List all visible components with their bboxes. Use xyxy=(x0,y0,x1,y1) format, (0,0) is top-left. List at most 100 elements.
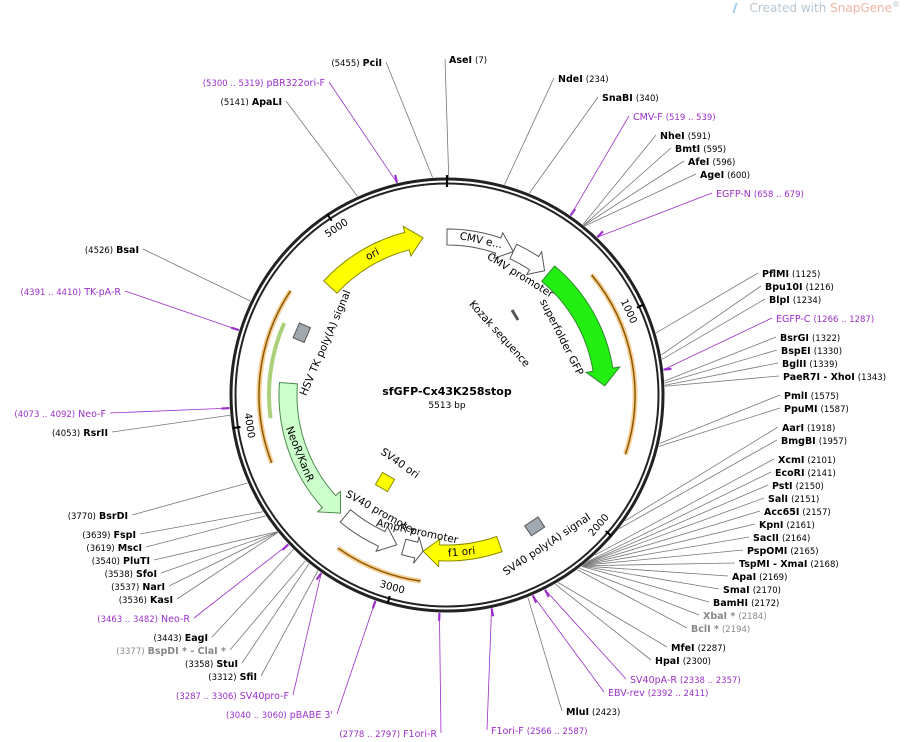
site-name: SalI xyxy=(768,494,788,505)
site-label-apai: ApaI (2169) xyxy=(732,572,787,583)
site-leader-line xyxy=(111,414,231,433)
site-position: (600) xyxy=(727,171,750,181)
site-name: PmlI xyxy=(784,391,808,402)
site-leader-line xyxy=(557,582,668,648)
site-position: (2184) xyxy=(738,612,766,622)
site-name: SV40pA-R xyxy=(630,675,677,686)
site-name: MfeI xyxy=(671,643,695,654)
site-position: (1234) xyxy=(793,296,821,306)
site-position: (340) xyxy=(636,94,659,104)
site-label-acc65i: Acc65I (2157) xyxy=(764,507,831,518)
site-name: SacII xyxy=(753,533,779,544)
site-label-sfii: (3312) SfiI xyxy=(208,672,257,683)
site-leader-line xyxy=(532,595,605,693)
site-leader-line xyxy=(658,407,781,447)
site-leader-line xyxy=(581,566,710,603)
site-leader-line xyxy=(555,583,652,661)
site-leader-line xyxy=(661,285,762,356)
site-position: (5141) xyxy=(221,98,249,108)
site-leader-line xyxy=(587,471,772,562)
site-position: (1918) xyxy=(807,424,835,434)
site-name: SV40pro-F xyxy=(240,691,289,702)
site-label-aari: AarI (1918) xyxy=(782,423,835,434)
site-label-cmv-f: CMV-F (519 .. 539) xyxy=(633,112,716,123)
site-name: AfeI xyxy=(688,157,709,168)
site-label-blpi: BlpI (1234) xyxy=(769,295,821,306)
site-name: MscI xyxy=(118,543,142,554)
site-position: (3540) xyxy=(92,557,120,567)
feature-label-sv40-poly-a-signal: SV40 poly(A) signal xyxy=(501,511,593,578)
kozak-marker xyxy=(510,309,520,321)
site-label-agei: AgeI (600) xyxy=(700,170,750,181)
tick-label: 4000 xyxy=(241,412,256,439)
site-leader-line xyxy=(193,544,289,619)
site-label-paer7i-xhoi: PaeR7I - XhoI (1343) xyxy=(783,372,886,383)
site-leader-line xyxy=(583,147,672,226)
primer-mark xyxy=(371,600,377,609)
site-label-afei: AfeI (596) xyxy=(688,157,735,168)
site-leader-line xyxy=(597,192,713,238)
site-position: (2287) xyxy=(698,644,726,654)
site-label-sacii: SacII (2164) xyxy=(753,533,810,544)
site-position: (3040 .. 3060) xyxy=(226,711,287,721)
site-name: BclI * xyxy=(691,624,719,635)
feature-ampr-promoter xyxy=(400,536,424,564)
site-label-bcli: BclI * (2194) xyxy=(691,624,750,635)
site-label-snabi: SnaBI (340) xyxy=(602,93,659,104)
brand-prefix: Created with xyxy=(749,1,831,15)
site-position: (2423) xyxy=(592,708,620,718)
site-name: BglII xyxy=(782,359,806,370)
site-leader-line xyxy=(145,515,266,548)
site-name: BamHI xyxy=(713,598,748,609)
site-leader-line xyxy=(529,96,599,194)
site-leader-line xyxy=(444,58,450,178)
site-leader-line xyxy=(584,510,761,565)
feature-label-hsv-tk-poly-a-signal: HSV TK poly(A) signal xyxy=(298,288,354,397)
site-label-pcii: (5455) PciI xyxy=(331,58,382,69)
site-leader-line xyxy=(664,349,778,384)
site-label-psti: PstI (2150) xyxy=(772,481,824,492)
kozak-label: Kozak sequence xyxy=(466,298,532,369)
site-leader-line xyxy=(582,565,729,577)
site-leader-line xyxy=(659,394,781,444)
site-position: (2101) xyxy=(807,456,835,466)
site-position: (658 .. 679) xyxy=(754,190,804,200)
site-position: (2150) xyxy=(796,482,824,492)
site-name: SfiI xyxy=(240,672,257,683)
site-leader-line xyxy=(486,608,492,731)
site-position: (2168) xyxy=(810,560,838,570)
site-position: (3443) xyxy=(153,634,181,644)
site-position: (3377) xyxy=(116,647,144,657)
site-leader-line xyxy=(336,600,376,715)
site-position: (2164) xyxy=(782,534,810,544)
site-label-apali: (5141) ApaLI xyxy=(221,97,282,108)
site-position: (5300 .. 5319) xyxy=(203,79,264,89)
site-leader-line xyxy=(570,115,630,216)
site-name: BspDI * - ClaI * xyxy=(148,646,226,657)
site-label-ecori: EcoRI (2141) xyxy=(775,468,836,479)
feature-f1-ori xyxy=(422,535,503,568)
feature-sv40-poly-a-signal xyxy=(524,516,546,537)
site-label-egfp-n: EGFP-N (658 .. 679) xyxy=(716,189,804,200)
primer-mark xyxy=(230,326,240,332)
site-position: (595) xyxy=(703,145,726,155)
site-name: PaeR7I - XhoI xyxy=(783,372,855,383)
site-position: (3538) xyxy=(105,570,133,580)
site-label-rsrii: (4053) RsrII xyxy=(52,428,108,439)
site-label-xbai: XbaI * (2184) xyxy=(703,611,767,622)
site-position: (1587) xyxy=(821,405,849,415)
site-label-pspomi: PspOMI (2165) xyxy=(747,546,819,557)
site-leader-line xyxy=(655,272,759,334)
site-label-eagi: (3443) EagI xyxy=(153,633,208,644)
site-name: Bpu10I xyxy=(765,282,803,293)
primer-mark xyxy=(531,594,538,604)
site-leader-line xyxy=(168,531,278,587)
site-name: SnaBI xyxy=(602,93,633,104)
site-position: (1957) xyxy=(819,437,847,447)
site-position: (519 .. 539) xyxy=(666,113,716,123)
tick-label: 2000 xyxy=(587,512,612,538)
site-leader-line xyxy=(385,61,433,178)
site-leader-line xyxy=(109,407,230,414)
site-name: ApaLI xyxy=(252,97,282,108)
site-label-mlui: MluI (2423) xyxy=(566,707,620,718)
